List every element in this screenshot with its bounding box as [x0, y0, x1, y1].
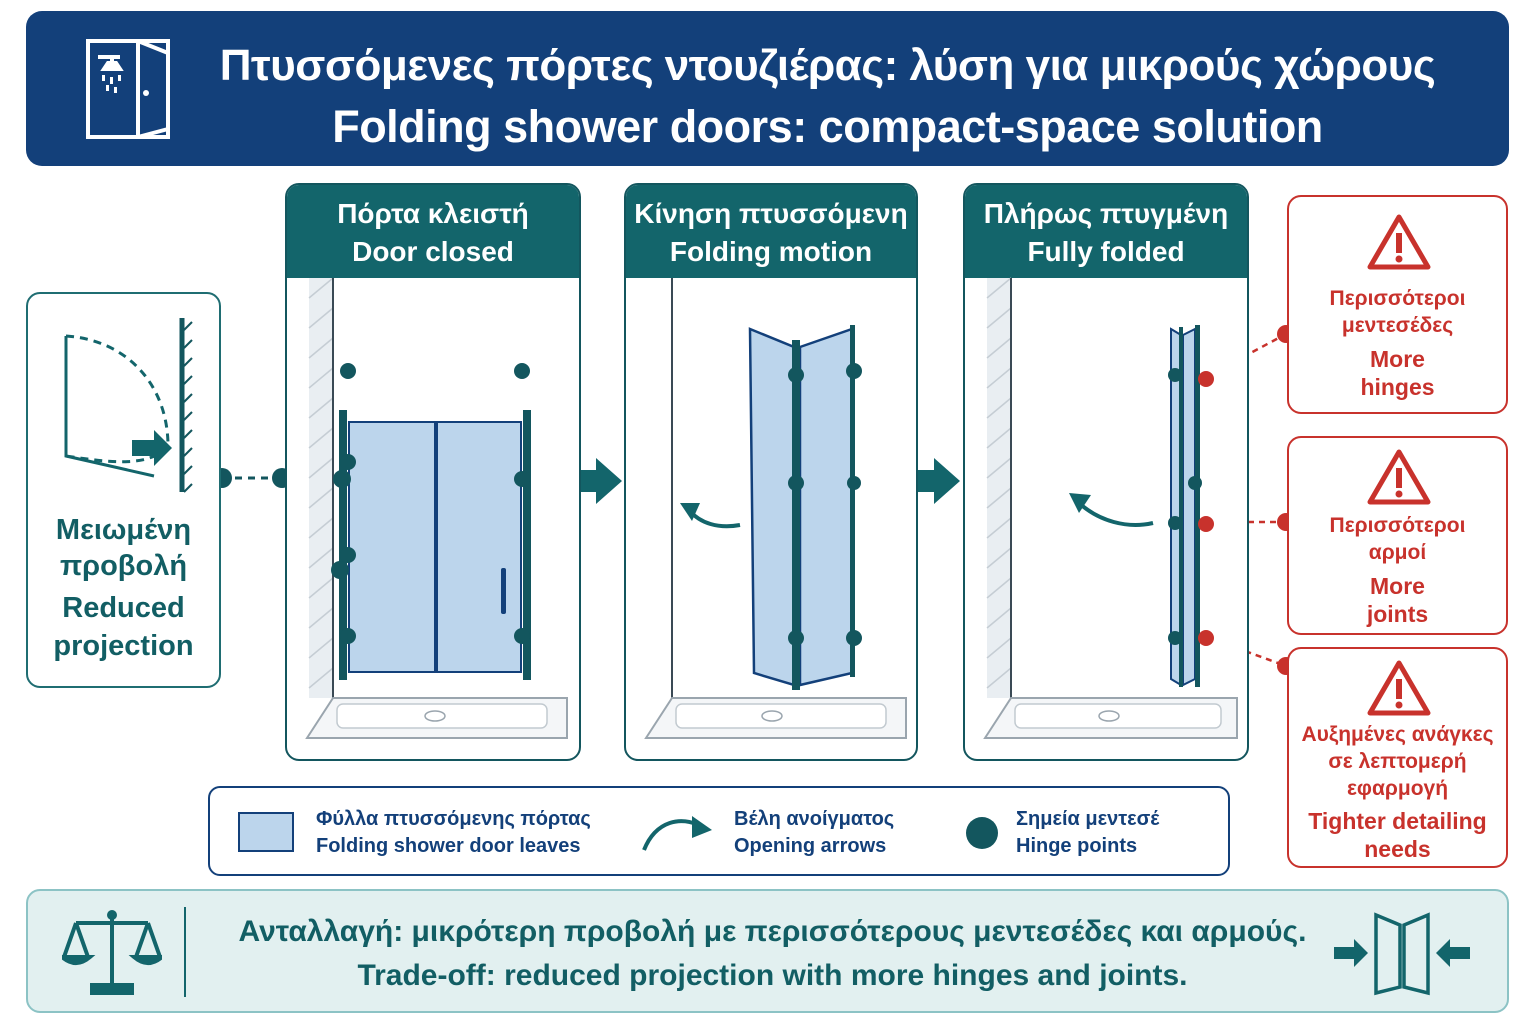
- warning-tighter-detailing: Αυξημένες ανάγκες σε λεπτομερή εφαρμογή …: [1287, 647, 1508, 868]
- warning-icon: [1367, 660, 1431, 716]
- warning-el-1: Αυξημένες ανάγκες: [1301, 723, 1494, 746]
- panel-folding-motion: Κίνηση πτυσσόμενη Folding motion: [624, 183, 918, 761]
- warning-el-1: Περισσότεροι: [1329, 514, 1466, 537]
- panel-title-el: Πλήρως πτυγμένη: [983, 198, 1229, 229]
- footer-divider: [184, 907, 186, 997]
- opening-arrow-icon: [688, 509, 741, 529]
- folding-door-drawing: [644, 278, 907, 739]
- closed-door-drawing: [305, 278, 568, 739]
- closed-door-hinges: [333, 363, 530, 644]
- step-arrow-icon: [570, 458, 622, 504]
- reduced-projection-label-en-2: projection: [53, 630, 194, 662]
- warning-el-2: μεντεσέδες: [1341, 314, 1454, 337]
- warning-el-2: αρμοί: [1368, 541, 1427, 564]
- legend-arrows-el: Βέλη ανοίγματος: [734, 808, 895, 830]
- panel-title: Κίνηση πτυσσόμενη Folding motion: [626, 185, 916, 278]
- warning-en-1: Tighter detailing: [1308, 808, 1487, 834]
- panel-title-en: Fully folded: [1027, 236, 1185, 267]
- warning-en-2: joints: [1366, 601, 1429, 627]
- tradeoff-footer: Ανταλλαγή: μικρότερη προβολή με περισσότ…: [26, 889, 1509, 1013]
- tradeoff-text-en: Trade-off: reduced projection with more …: [357, 959, 1188, 992]
- legend-hinges-en: Hinge points: [1016, 835, 1138, 857]
- panel-title: Πλήρως πτυγμένη Fully folded: [965, 185, 1247, 278]
- title-english: Folding shower doors: compact-space solu…: [332, 101, 1323, 152]
- panel-title-el: Κίνηση πτυσσόμενη: [634, 198, 908, 229]
- opening-arrow-icon: [1077, 501, 1154, 527]
- title-greek: Πτυσσόμενες πόρτες ντουζιέρας: λύση για …: [219, 41, 1436, 90]
- reduced-projection-label-el-2: προβολή: [59, 550, 188, 582]
- panel-title-en: Folding motion: [669, 236, 873, 267]
- warning-icon: [1367, 214, 1431, 270]
- warning-icon: [1367, 449, 1431, 505]
- legend-hinges-el: Σημεία μεντεσέ: [1016, 808, 1160, 830]
- legend: Φύλλα πτυσσόμενης πόρτας Folding shower …: [208, 786, 1230, 876]
- door-swing-icon: [64, 318, 193, 493]
- tradeoff-text-el: Ανταλλαγή: μικρότερη προβολή με περισσότ…: [238, 915, 1307, 948]
- legend-leaves-en: Folding shower door leaves: [316, 835, 581, 857]
- legend-swatch-leaves: [238, 812, 294, 852]
- warning-el-1: Περισσότεροι: [1329, 287, 1466, 310]
- warning-el-2: σε λεπτομερή: [1328, 750, 1467, 773]
- reduced-projection-label-en-1: Reduced: [62, 592, 185, 624]
- warning-en-2: hinges: [1360, 374, 1435, 400]
- warning-en-1: More: [1370, 346, 1425, 372]
- hinge-dot-icon: [966, 817, 998, 849]
- panel-title: Πόρτα κλειστή Door closed: [287, 185, 579, 278]
- panel-fully-folded: Πλήρως πτυγμένη Fully folded: [963, 183, 1249, 761]
- step-arrow-icon: [908, 458, 960, 504]
- legend-arrows-en: Opening arrows: [734, 835, 887, 857]
- hinge-dot-icon: [340, 454, 356, 470]
- header-banner: Πτυσσόμενες πόρτες ντουζιέρας: λύση για …: [26, 11, 1509, 166]
- warning-more-joints: Περισσότεροι αρμοί More joints: [1287, 436, 1508, 635]
- panel-title-el: Πόρτα κλειστή: [337, 198, 529, 229]
- folded-door-drawing: [983, 277, 1238, 739]
- reduced-projection-card: Μειωμένη προβολή Reduced projection: [26, 292, 221, 688]
- balance-scale-icon: [62, 910, 162, 995]
- reduced-projection-label-el-1: Μειωμένη: [55, 514, 192, 546]
- warning-more-hinges: Περισσότεροι μεντεσέδες More hinges: [1287, 195, 1508, 414]
- warning-el-3: εφαρμογή: [1346, 777, 1449, 800]
- shower-door-icon: [86, 39, 170, 139]
- panel-title-en: Door closed: [352, 236, 514, 267]
- opening-arrow-icon: [642, 816, 712, 851]
- compact-door-icon: [1334, 912, 1470, 996]
- warning-en-2: needs: [1364, 836, 1431, 862]
- hinge-points: [340, 547, 356, 563]
- legend-leaves-el: Φύλλα πτυσσόμενης πόρτας: [316, 808, 591, 830]
- warning-en-1: More: [1370, 573, 1425, 599]
- panel-door-closed: Πόρτα κλειστή Door closed: [285, 183, 581, 761]
